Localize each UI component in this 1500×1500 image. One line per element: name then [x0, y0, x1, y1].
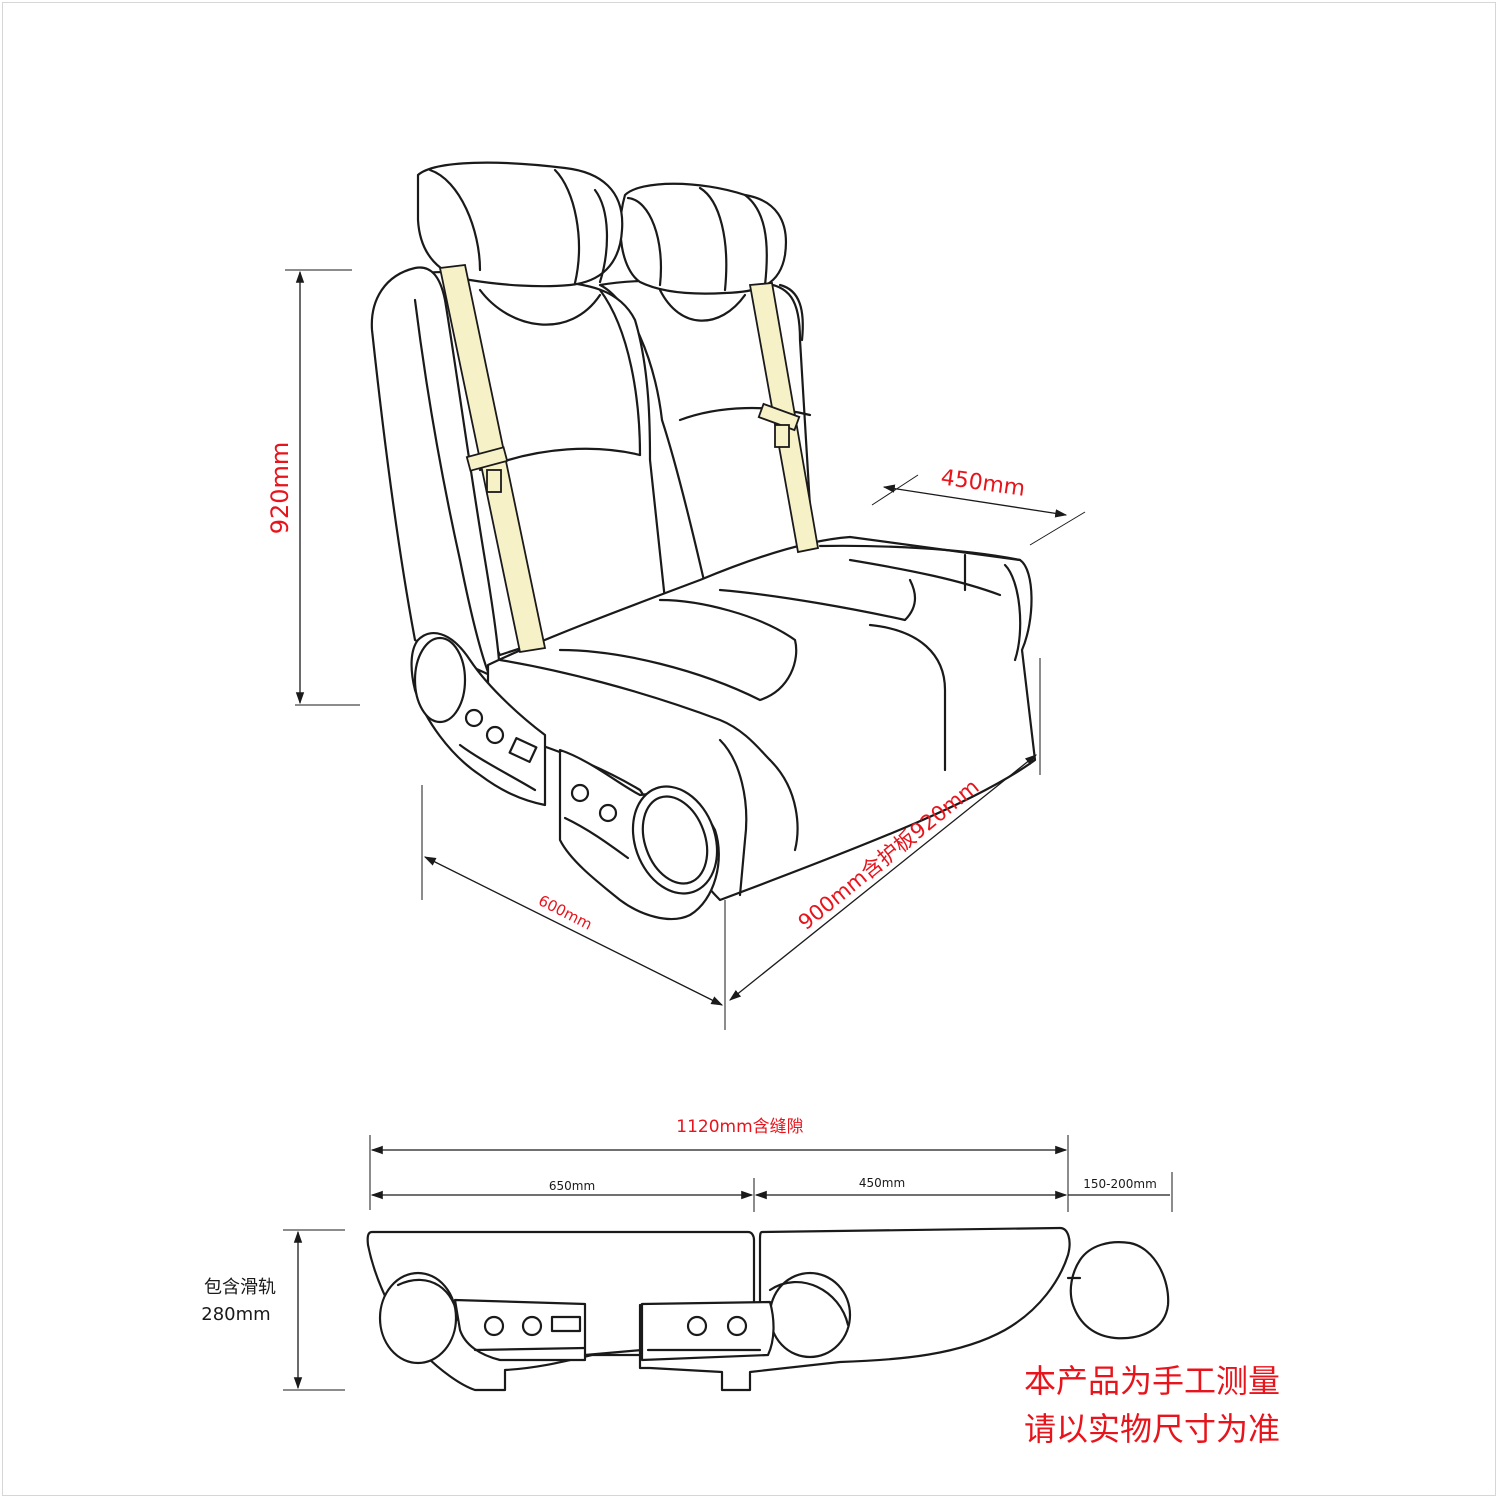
right-belt-buckle-icon	[757, 402, 801, 432]
bottom-headrest	[1069, 1241, 1170, 1340]
seat-depth-label: 450mm	[939, 465, 1027, 502]
mid-segment-label: 450mm	[859, 1176, 905, 1190]
note-line-1: 本产品为手工测量	[1024, 1362, 1280, 1400]
left-button-icon	[508, 737, 538, 763]
dimension-total-length: 1120mm含缝隙	[369, 1117, 1069, 1212]
dimension-segments: 650mm 450mm 150-200mm	[370, 1172, 1173, 1212]
right-knob-icon	[570, 783, 590, 803]
side-height-label-2: 280mm	[201, 1304, 270, 1325]
side-height-label-1: 包含滑轨	[204, 1277, 276, 1298]
bottom-left-control-panel	[453, 1298, 587, 1362]
bottom-right-control-panel	[640, 1300, 775, 1362]
measurement-note: 本产品为手工测量 请以实物尺寸为准	[1024, 1362, 1280, 1448]
total-length-label: 1120mm含缝隙	[676, 1117, 803, 1137]
bottom-left-speaker-icon	[378, 1271, 458, 1365]
seat-side-view	[366, 1226, 1170, 1392]
dimension-seat-depth: 450mm	[871, 465, 1086, 546]
right-belt-latch-icon	[774, 424, 790, 448]
bottom-left-knob-icon	[483, 1315, 505, 1337]
left-belt-buckle-icon	[465, 446, 509, 472]
left-knob-icon	[485, 725, 505, 745]
note-line-2: 请以实物尺寸为准	[1024, 1410, 1280, 1448]
bottom-right-speaker-icon	[768, 1271, 852, 1359]
right-headrest	[619, 182, 788, 295]
left-speaker-icon	[413, 636, 467, 724]
bottom-right-knob-icon	[726, 1315, 748, 1337]
dimension-height: 920mm	[266, 269, 360, 706]
right-knob-icon	[598, 803, 618, 823]
left-belt-latch-icon	[486, 469, 502, 493]
height-label: 920mm	[266, 442, 294, 535]
left-knob-icon	[464, 708, 484, 728]
left-side-shell	[370, 266, 502, 682]
right-segment-label: 150-200mm	[1083, 1177, 1157, 1191]
bottom-left-button-icon	[550, 1315, 582, 1333]
dimension-side-height: 包含滑轨 280mm	[201, 1229, 345, 1391]
bottom-left-knob-icon	[521, 1315, 543, 1337]
bottom-right-knob-icon	[686, 1315, 708, 1337]
left-segment-label: 650mm	[549, 1179, 595, 1193]
